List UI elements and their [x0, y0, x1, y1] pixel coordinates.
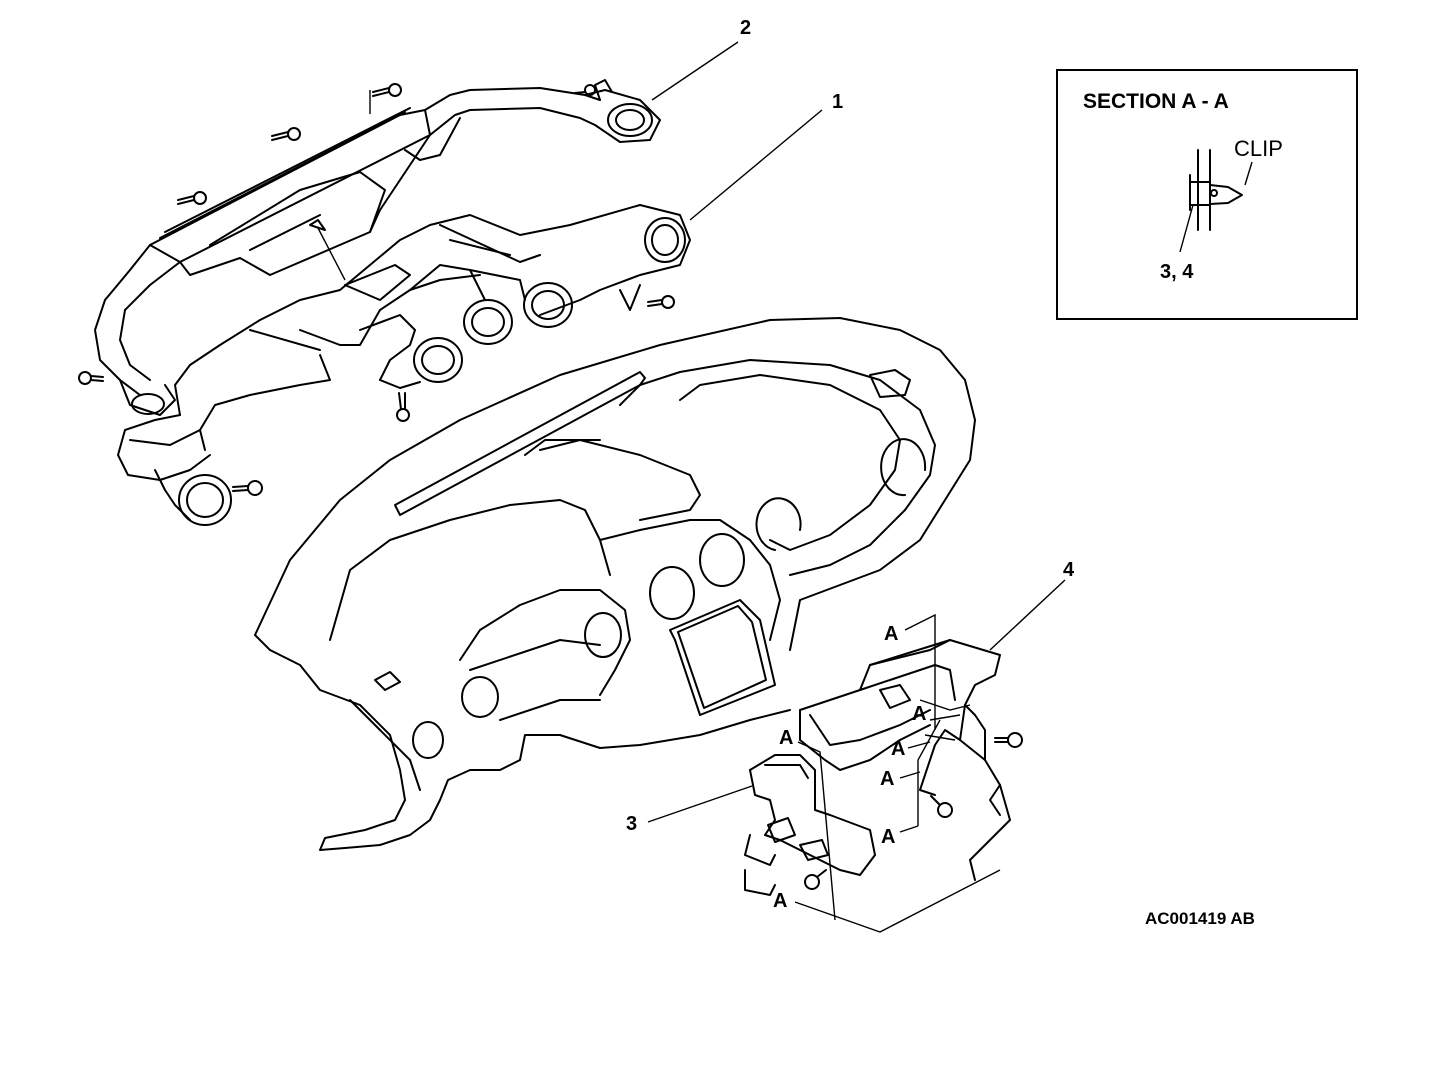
clip-label: CLIP [1234, 136, 1283, 161]
section-marker-a: A [884, 623, 898, 645]
leader-lines [647, 41, 1066, 823]
section-marker-a: A [880, 768, 894, 790]
section-lines [794, 613, 1001, 933]
section-marker-a: A [881, 826, 895, 848]
callout-3: 3 [626, 813, 637, 835]
section-marker-a: A [773, 890, 787, 912]
instrument-panel [254, 317, 976, 851]
callout-2: 2 [740, 17, 751, 39]
reference-code: AC001419 AB [1145, 909, 1255, 928]
defroster-duct [94, 79, 661, 416]
center-ventilation-duct [117, 204, 691, 526]
callout-4: 4 [1063, 559, 1075, 581]
section-marker-a: A [891, 738, 905, 760]
lower-ducts [744, 639, 1011, 896]
section-view-inset: SECTION A - A CLIP 3, 4 [1056, 69, 1358, 320]
parts-label: 3, 4 [1160, 261, 1194, 283]
section-title: SECTION A - A [1083, 90, 1229, 113]
section-marker-a: A [912, 703, 926, 725]
screws [78, 83, 1023, 890]
callout-1: 1 [832, 91, 843, 113]
section-marker-a: A [779, 727, 793, 749]
clip-illustration [1179, 149, 1253, 253]
